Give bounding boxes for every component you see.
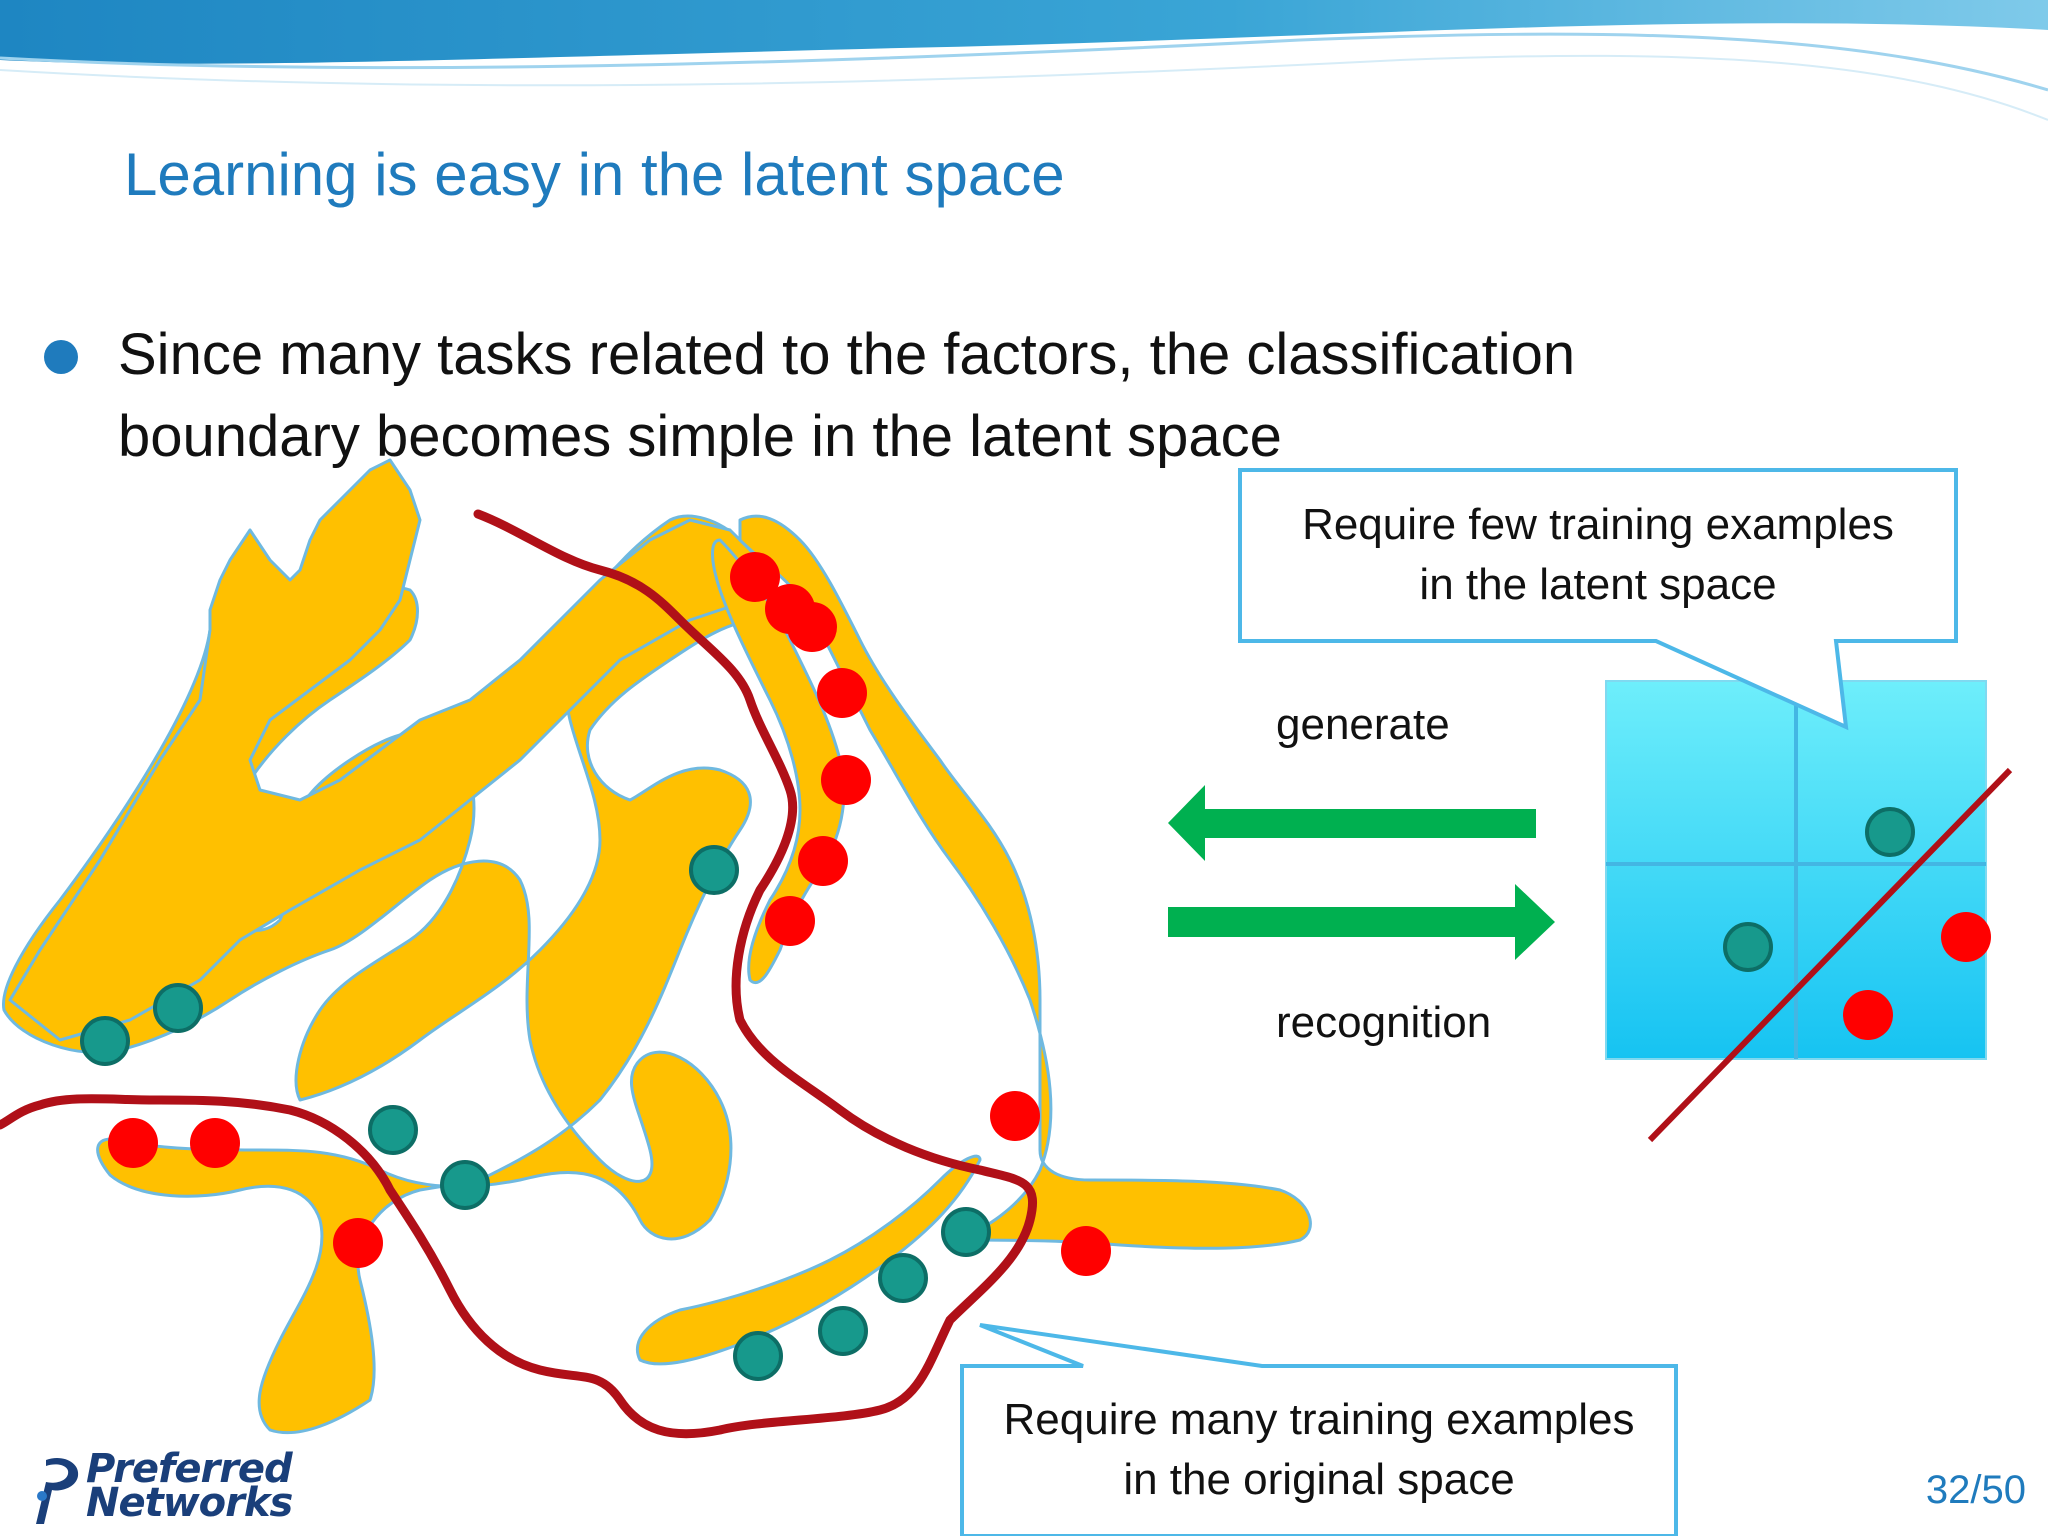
- teal-point: [689, 845, 739, 895]
- red-point: [990, 1091, 1040, 1141]
- callout-latent-line-2: in the latent space: [1419, 560, 1777, 609]
- callout-latent-line-1: Require few training examples: [1302, 500, 1894, 549]
- generate-label: generate: [1276, 700, 1450, 749]
- red-point: [190, 1118, 240, 1168]
- red-point: [1061, 1226, 1111, 1276]
- teal-point: [818, 1306, 868, 1356]
- teal-point: [80, 1016, 130, 1066]
- red-point: [798, 836, 848, 886]
- latent-red-point: [1941, 912, 1991, 962]
- red-point: [730, 552, 780, 602]
- latent-teal-point: [1865, 807, 1915, 857]
- red-point: [108, 1118, 158, 1168]
- red-point: [817, 668, 867, 718]
- red-point: [787, 602, 837, 652]
- company-logo: Preferred Networks: [36, 1446, 336, 1532]
- header-wave: [0, 0, 2048, 121]
- bullet-line-1: Since many tasks related to the factors,…: [118, 322, 1576, 387]
- teal-point: [440, 1160, 490, 1210]
- latent-teal-point: [1723, 922, 1773, 972]
- red-point: [821, 755, 871, 805]
- bullet-text: Since many tasks related to the factors,…: [118, 314, 1818, 478]
- recognition-label: recognition: [1276, 998, 1492, 1047]
- latent-space-box: [1605, 680, 2013, 1143]
- original-red-points: [108, 552, 1111, 1276]
- teal-point: [878, 1253, 928, 1303]
- teal-point: [733, 1331, 783, 1381]
- generate-arrow: [1168, 785, 1536, 861]
- page-number: 32/50: [1925, 1468, 2026, 1512]
- teal-point: [153, 983, 203, 1033]
- callout-latent-shape: [1238, 468, 1958, 731]
- red-point: [333, 1218, 383, 1268]
- callout-latent-text: Require few training examples in the lat…: [1245, 495, 1951, 615]
- original-boundary-curve: [0, 509, 1038, 1439]
- logo-text: Preferred Networks: [86, 1446, 293, 1526]
- red-point: [765, 896, 815, 946]
- recognition-arrow: [1168, 884, 1555, 960]
- slide-title: Learning is easy in the latent space: [124, 141, 1065, 208]
- original-space-manifold: [2, 458, 1312, 1435]
- original-teal-points: [80, 845, 991, 1381]
- latent-boundary-line: [1647, 767, 2013, 1143]
- logo-mark-icon: [36, 1457, 79, 1524]
- callout-original-shape: [960, 1323, 1678, 1536]
- callout-original-text: Require many training examples in the or…: [965, 1390, 1673, 1510]
- teal-point: [941, 1207, 991, 1257]
- teal-point: [368, 1105, 418, 1155]
- bullet-dot-icon: [44, 340, 78, 374]
- latent-red-point: [1843, 990, 1893, 1040]
- logo-line-2: Networks: [86, 1480, 293, 1526]
- callout-original-line-2: in the original space: [1123, 1455, 1515, 1504]
- callout-original-line-1: Require many training examples: [1003, 1395, 1635, 1444]
- logo-line-1: Preferred: [86, 1446, 293, 1492]
- bullet-line-2: boundary becomes simple in the latent sp…: [118, 404, 1282, 469]
- manifold-blob-frame: [8, 458, 762, 1042]
- manifold-strip-right: [738, 514, 1312, 1250]
